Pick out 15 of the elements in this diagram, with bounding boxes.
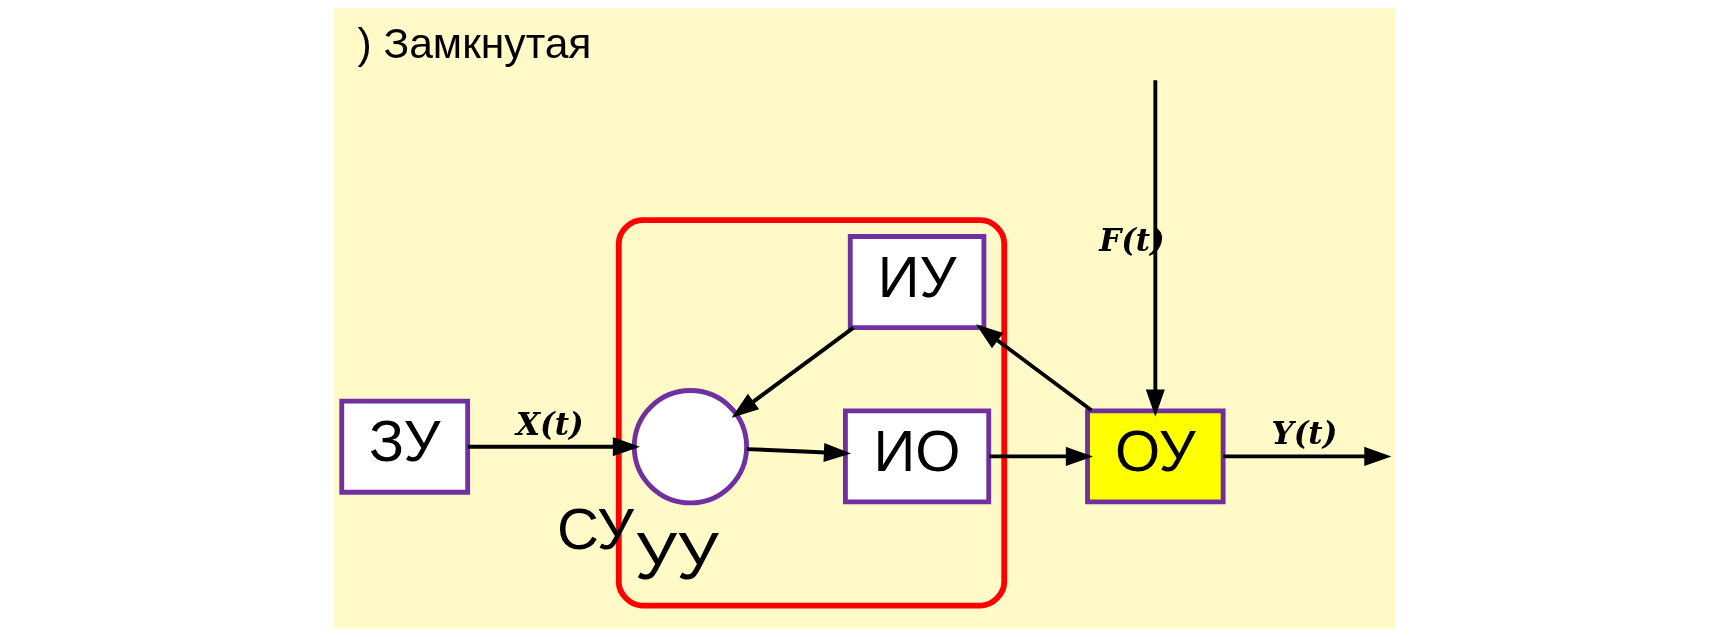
node-box: ЗУ [338, 398, 470, 495]
node-circle [631, 388, 749, 506]
diagram-title: ) Замкнутая [356, 18, 591, 67]
arrow [467, 437, 640, 457]
arrow [1222, 446, 1391, 466]
arrow [975, 324, 1093, 412]
arrow [731, 326, 855, 418]
arrow [1145, 80, 1165, 417]
edge-label: X(t) [515, 405, 584, 442]
edge-label: Y(t) [1271, 415, 1337, 452]
arrow [988, 446, 1093, 466]
node-box: ИУ [847, 234, 986, 330]
node-box: ИО [842, 408, 991, 505]
node-box: ОУ [1084, 408, 1226, 505]
arrow [746, 442, 851, 462]
